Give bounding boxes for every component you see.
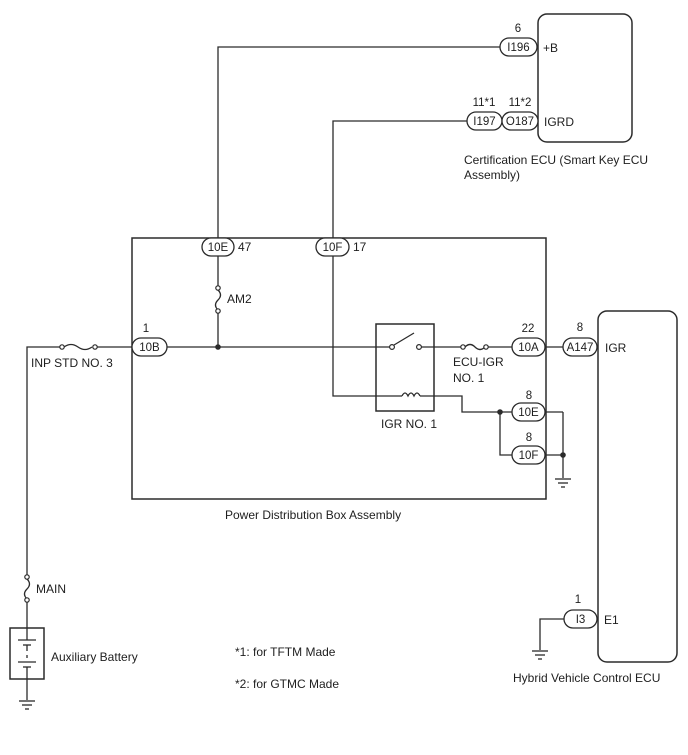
fuse-label-ecu-igr-line1: ECU-IGR: [453, 355, 504, 369]
am2-fuse-icon: [214, 285, 222, 314]
connector-10f-top: 10F 17: [315, 237, 367, 257]
connector-pin: 1: [143, 323, 149, 335]
battery-label: Auxiliary Battery: [51, 650, 138, 664]
junction-dot: [497, 409, 503, 415]
pin-label-igr: IGR: [605, 341, 627, 355]
hybrid-vehicle-control-ecu-box: [597, 310, 678, 663]
connector-pin: 47: [238, 240, 252, 254]
connector-pin: 8: [526, 432, 532, 444]
hv-ecu-label: Hybrid Vehicle Control ECU: [513, 671, 660, 685]
connector-10a: 10A 22: [511, 323, 546, 357]
relay-switch-icon: [389, 332, 423, 351]
connector-pin: 8: [526, 390, 532, 402]
connector-pin: 1: [575, 594, 581, 606]
connector-name: A147: [567, 342, 594, 354]
connector-pin: 11*2: [509, 97, 532, 109]
connector-10e-ground: 10E 8: [511, 390, 546, 422]
connector-pin: 11*1: [473, 97, 496, 109]
certification-ecu-box: [537, 13, 633, 143]
connector-pin: 17: [353, 240, 367, 254]
connector-10b: 10B 1: [131, 323, 168, 357]
connector-name: I3: [576, 614, 586, 626]
battery-icon: [9, 627, 45, 680]
connector-name: 10F: [323, 242, 343, 254]
wires: [26, 46, 598, 700]
connector-name: 10E: [208, 242, 229, 254]
inp-std-fuse-icon: [59, 343, 98, 351]
connector-name: I197: [473, 116, 495, 128]
ground-icon: [555, 478, 571, 488]
fuse-label-ecu-igr-line2: NO. 1: [453, 371, 485, 385]
fuse-label-inp-std: INP STD NO. 3: [31, 356, 113, 370]
ground-icon: [532, 650, 548, 660]
cert-ecu-label-line1: Certification ECU (Smart Key ECU: [464, 153, 648, 167]
fuse-label-main: MAIN: [36, 582, 66, 596]
cert-ecu-label-line2: Assembly): [464, 168, 520, 182]
connector-name: O187: [506, 116, 534, 128]
connector-name: 10A: [518, 342, 539, 354]
igr-relay-box: [375, 323, 435, 412]
pin-label-igrd: IGRD: [544, 115, 574, 129]
connector-10e-top: 10E 47: [201, 237, 252, 257]
ecu-igr-fuse-icon: [460, 343, 489, 351]
junction-dot: [560, 452, 566, 458]
connector-name: 10B: [139, 342, 160, 354]
relay-label: IGR NO. 1: [381, 417, 437, 431]
connector-i3: I3 1: [563, 594, 598, 629]
ground-icon: [19, 700, 35, 710]
connector-name: I196: [507, 42, 529, 54]
connector-i196: I196 6: [499, 23, 538, 57]
connector-pin: 6: [515, 23, 521, 35]
relay-coil-icon: [401, 392, 421, 398]
connector-pin: 22: [522, 323, 535, 335]
connector-name: 10E: [518, 407, 539, 419]
connector-name: 10F: [519, 450, 539, 462]
connector-o187: O187 11*2: [501, 97, 539, 131]
connector-pin: 8: [577, 322, 583, 334]
pdb-label: Power Distribution Box Assembly: [225, 508, 401, 522]
junction-dot: [215, 344, 221, 350]
connector-i197: I197 11*1: [466, 97, 503, 131]
connector-10f-ground: 10F 8: [511, 432, 546, 465]
fuse-label-am2: AM2: [227, 292, 252, 306]
pin-label-e1: E1: [604, 613, 619, 627]
note-1: *1: for TFTM Made: [235, 645, 336, 659]
connector-a147: A147 8: [562, 322, 598, 357]
main-fuse-icon: [23, 574, 31, 603]
note-2: *2: for GTMC Made: [235, 677, 339, 691]
pin-label-b: +B: [543, 41, 558, 55]
